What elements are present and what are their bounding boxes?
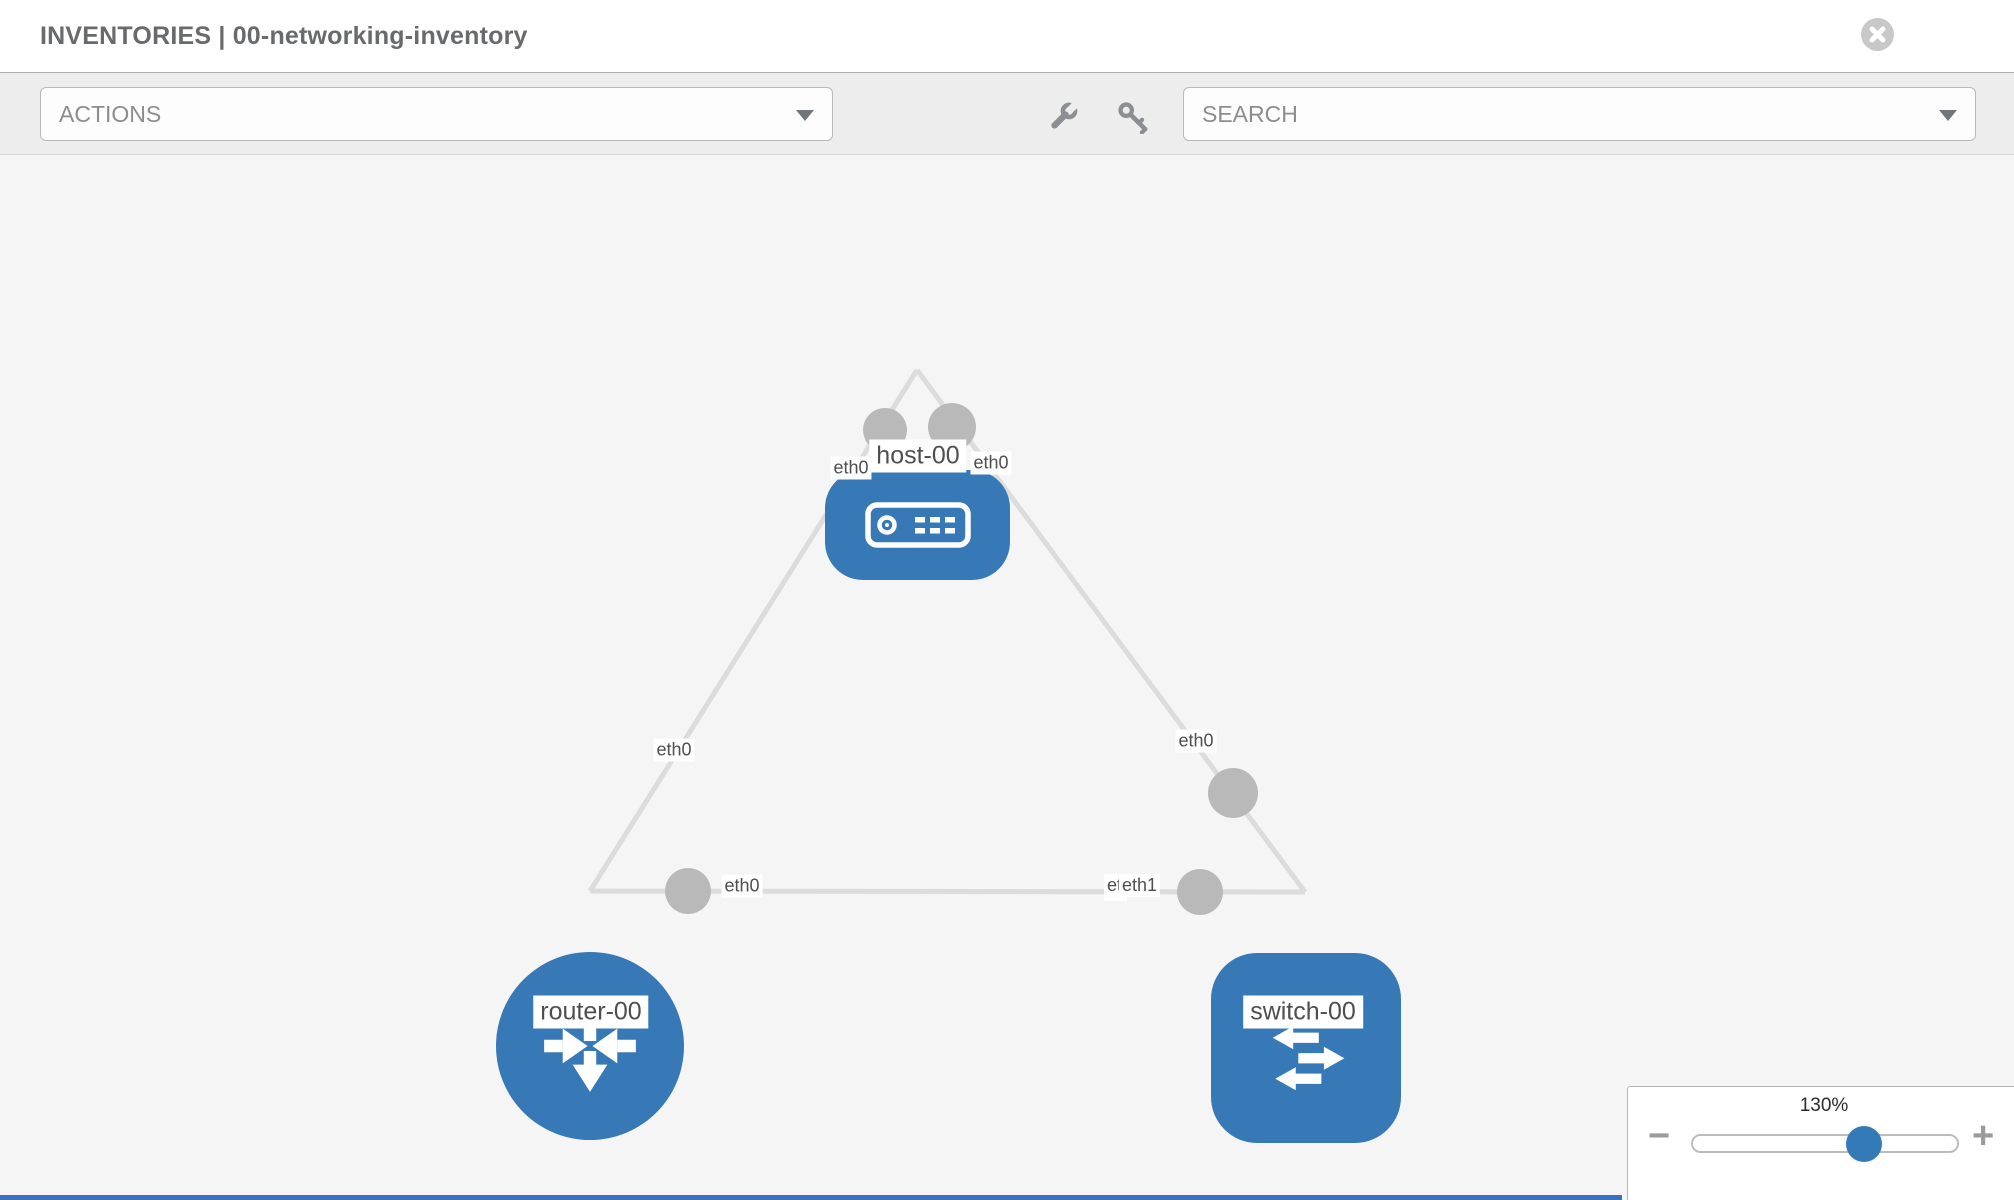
- if-label-router-eth0-mid: eth0: [721, 874, 763, 898]
- header: INVENTORIES | 00-networking-inventory: [0, 0, 2014, 72]
- zoom-in-button[interactable]: +: [1972, 1115, 1995, 1157]
- connector-switch-eth0[interactable]: [1208, 768, 1258, 818]
- page-title: INVENTORIES | 00-networking-inventory: [40, 22, 528, 50]
- if-label-router-eth0-up: eth0: [653, 738, 695, 762]
- if-label-host-eth0-left: eth0: [830, 456, 872, 480]
- topology-canvas[interactable]: host-00 router-00 switch-00 eth0 eth0 et…: [0, 155, 2014, 1200]
- node-label-switch: switch-00: [1243, 995, 1363, 1029]
- zoom-slider-handle[interactable]: [1846, 1126, 1882, 1162]
- actions-dropdown[interactable]: ACTIONS: [40, 87, 833, 141]
- node-label-router: router-00: [533, 995, 649, 1029]
- search-dropdown[interactable]: SEARCH: [1183, 87, 1976, 141]
- if-label-switch-eth1: eth1: [1119, 874, 1161, 897]
- toolbar: ACTIONS SEARCH: [0, 72, 2014, 155]
- node-label-host: host-00: [869, 439, 967, 473]
- search-dropdown-label: SEARCH: [1202, 101, 1298, 127]
- node-router-00[interactable]: [496, 952, 684, 1140]
- zoom-slider-track[interactable]: [1691, 1134, 1959, 1153]
- zoom-out-button[interactable]: −: [1648, 1115, 1671, 1157]
- link-host-router[interactable]: [587, 368, 920, 893]
- key-icon[interactable]: [1116, 100, 1150, 134]
- if-label-switch-eth0-up: eth0: [1175, 729, 1217, 753]
- footer-accent-bar: [0, 1195, 1622, 1200]
- topology-links: [587, 368, 1308, 915]
- node-host-00[interactable]: [825, 470, 1010, 580]
- wrench-icon[interactable]: [1046, 100, 1080, 134]
- actions-dropdown-label: ACTIONS: [59, 101, 162, 127]
- node-switch-00[interactable]: [1211, 953, 1401, 1143]
- close-button[interactable]: [1861, 18, 1894, 51]
- close-icon: [1869, 26, 1886, 43]
- zoom-panel: 130% − +: [1627, 1086, 2014, 1200]
- zoom-value: 130%: [1799, 1095, 1849, 1116]
- connector-host-eth0b[interactable]: [928, 403, 976, 451]
- host-icon: [864, 502, 971, 548]
- connector-switch-eth1[interactable]: [1177, 869, 1223, 915]
- chevron-down-icon: [796, 110, 814, 121]
- connector-router-eth0[interactable]: [665, 868, 711, 914]
- chevron-down-icon: [1939, 110, 1957, 121]
- if-label-host-eth0-right: eth0: [970, 451, 1012, 475]
